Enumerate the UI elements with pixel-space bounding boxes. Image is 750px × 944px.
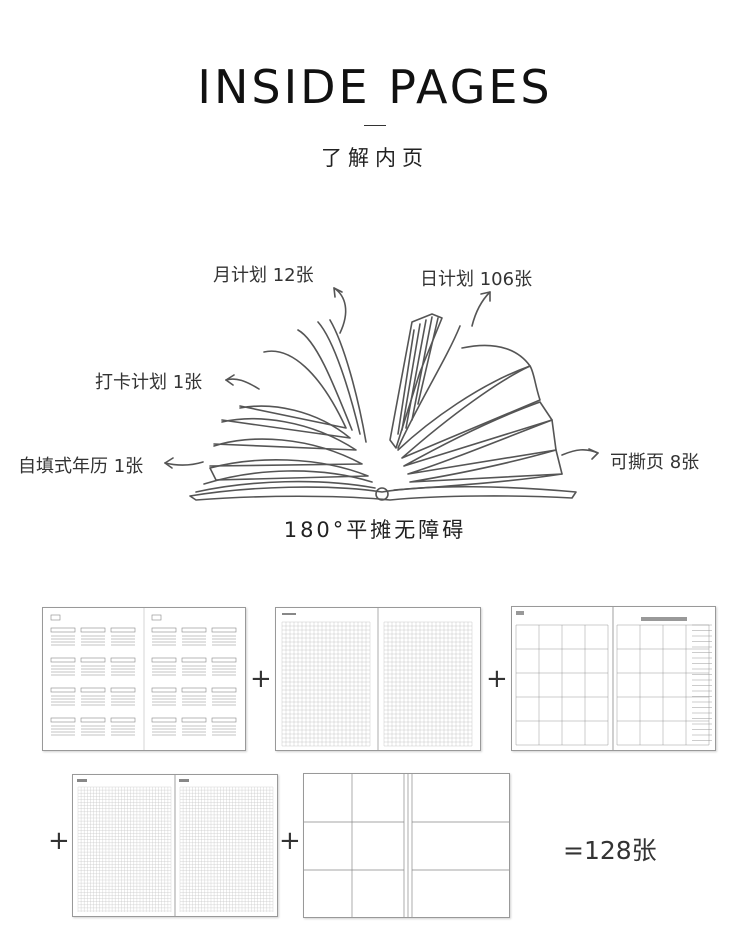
plus-sign: + <box>48 826 70 856</box>
label-checkin-plan: 打卡计划 1张 <box>95 372 203 393</box>
label-self-fill-calendar: 自填式年历 1张 <box>18 456 144 477</box>
sample-monthly-spread <box>511 606 716 751</box>
curved-arrow-icon <box>164 287 599 469</box>
flat-open-text: 180°平摊无障碍 <box>283 518 467 542</box>
sample-tearoff-spread <box>303 773 510 918</box>
book-illustration-icon <box>164 287 599 501</box>
label-monthly-plan: 月计划 12张 <box>213 265 314 286</box>
label-tear-off-pages: 可撕页 8张 <box>610 452 700 473</box>
page-title: INSIDE PAGES <box>197 60 553 114</box>
sample-daily-spread <box>72 774 278 917</box>
sample-calendar-spread <box>42 607 246 751</box>
plus-sign: + <box>486 664 508 694</box>
title-divider <box>364 125 386 126</box>
plus-sign: + <box>279 826 301 856</box>
page-subtitle: 了解内页 <box>321 146 429 170</box>
total-count: =128张 <box>563 836 657 865</box>
label-daily-plan: 日计划 106张 <box>420 269 533 290</box>
plus-sign: + <box>250 664 272 694</box>
sample-checkin-spread <box>275 607 481 751</box>
